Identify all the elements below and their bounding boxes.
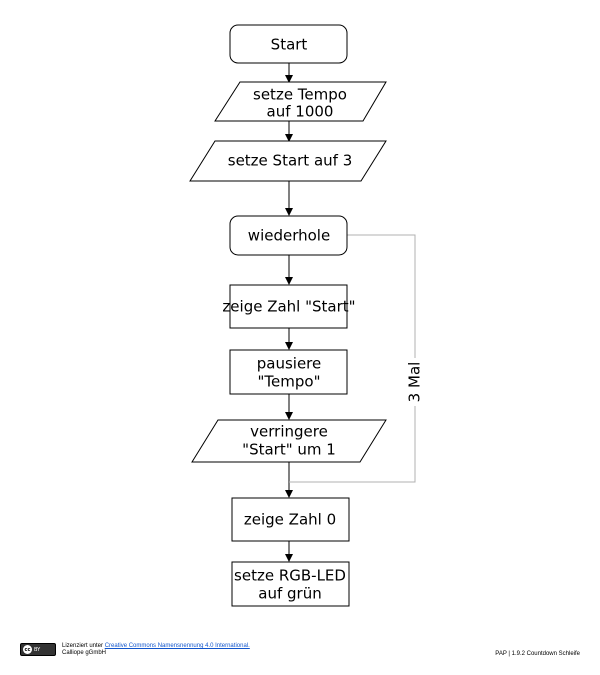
company-name: Calliope gGmbH [62,650,107,656]
set-tempo-label-1: setze Tempo [253,86,347,104]
decrease-io [191,419,387,463]
loop-label: 3 Mal [406,362,424,403]
license-prefix: Lizenziert unter [62,643,105,649]
license-text: Lizenziert unter Creative Commons Namens… [62,643,250,657]
repeat-label: wiederhole [248,227,330,245]
set-tempo-label-2: auf 1000 [267,103,334,121]
set-start-io [189,140,387,182]
document-id: PAP | 1.9.2 Countdown Schleife [495,651,580,657]
loop-label-bg [405,358,425,406]
pause-label-1: pausiere [257,355,322,373]
set-led-label-2: auf grün [258,585,321,603]
set-tempo-io [214,81,387,122]
cc-license-badge: cc BY [20,643,56,656]
license-line: Lizenziert unter Creative Commons Namens… [62,643,250,650]
show-zero-process [231,497,350,542]
start-label: Start [271,36,308,54]
set-led-process [231,561,350,607]
show-start-label: zeige Zahl "Start" [222,298,355,316]
set-led-label-1: setze RGB-LED [234,567,346,585]
pause-label-2: "Tempo" [258,373,321,391]
pause-process [229,349,348,395]
decrease-label-2: "Start" um 1 [242,441,336,459]
flowchart: 3 Mal Start setze Tempo auf 1000 setze S… [189,24,425,607]
show-start-process [229,284,348,329]
license-link[interactable]: Creative Commons Namensnennung 4.0 Inter… [104,643,250,649]
cc-badge-text: BY [34,646,41,653]
set-start-label: setze Start auf 3 [228,152,353,170]
show-zero-label: zeige Zahl 0 [244,511,336,529]
cc-icon: cc [23,645,32,654]
license-footer: cc BY Lizenziert unter Creative Commons … [20,643,250,657]
decrease-label-1: verringere [250,423,328,441]
repeat-loop-node [229,215,348,256]
start-terminal [229,24,348,64]
